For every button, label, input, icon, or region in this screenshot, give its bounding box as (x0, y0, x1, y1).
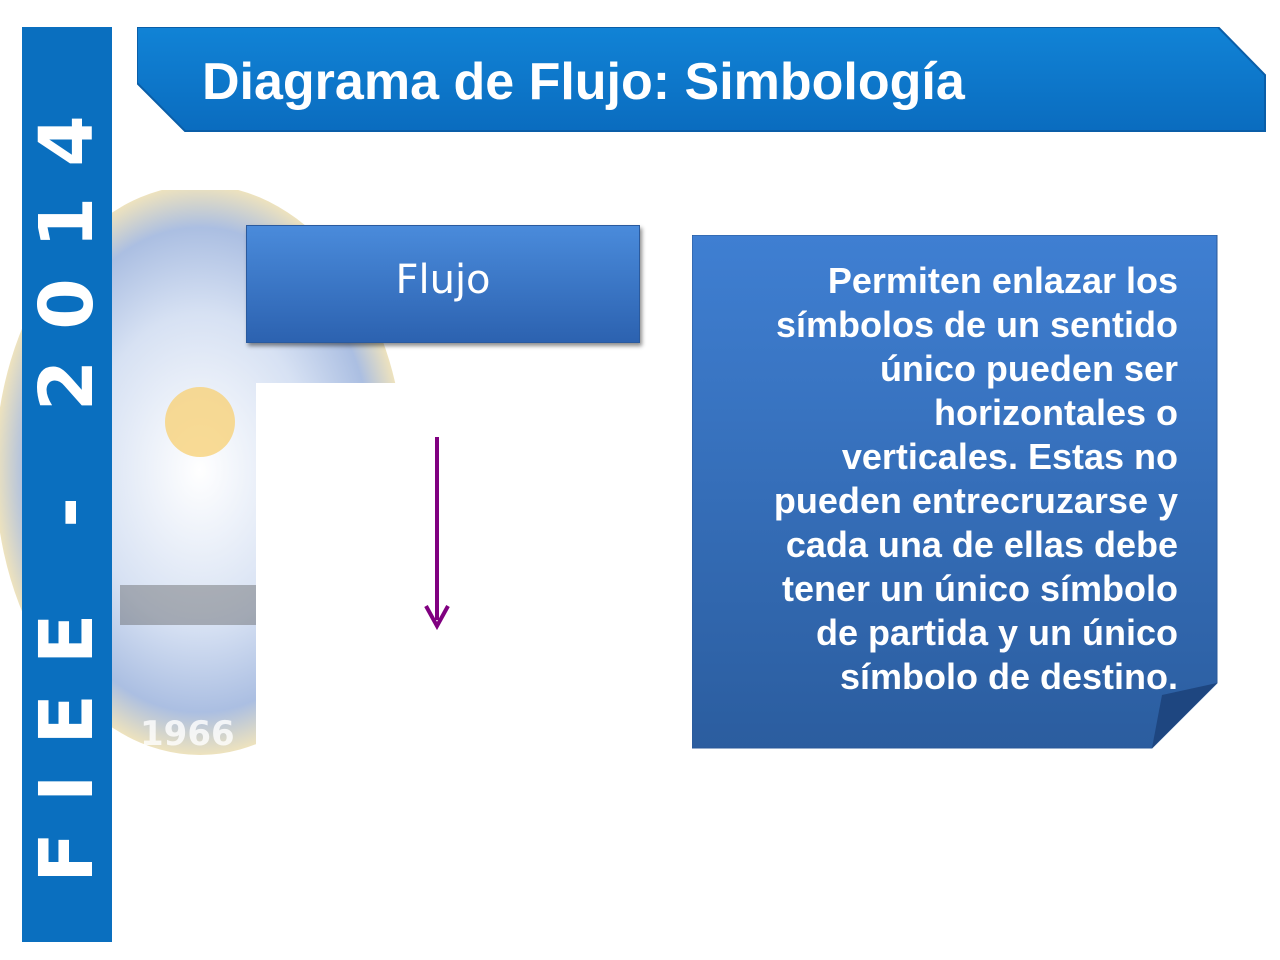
description-box (692, 235, 1218, 749)
flow-symbol-box: Flujo (246, 225, 640, 343)
arrow-down-icon (424, 437, 450, 631)
description-text: Permiten enlazar los símbolos de un sent… (773, 260, 1178, 697)
sidebar-band (22, 27, 112, 942)
title-banner (137, 27, 1266, 132)
white-cover (256, 383, 456, 783)
svg-text:1966: 1966 (140, 714, 235, 754)
flow-symbol-label: Flujo (395, 257, 491, 303)
sidebar-label: FIEE - 2014 (24, 85, 110, 883)
page-title: Diagrama de Flujo: Simbología (202, 53, 965, 111)
